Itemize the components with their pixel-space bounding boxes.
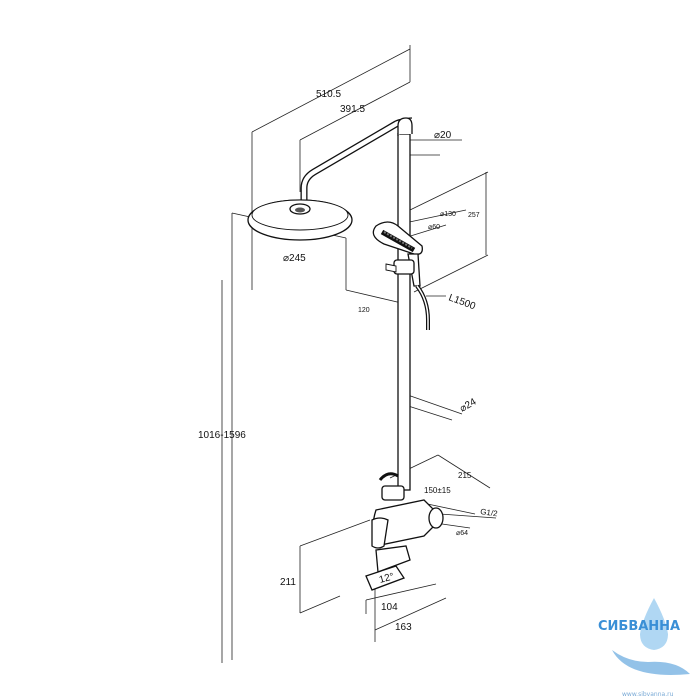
pipe-top-cap	[397, 117, 413, 134]
label-center-distance: 150±15	[424, 486, 451, 495]
label-hand-shower-dia: ⌀130	[440, 211, 456, 218]
label-spout-reach: 104	[381, 602, 398, 613]
label-head-dia: ⌀245	[283, 253, 306, 264]
spout	[365, 565, 405, 591]
bathtub-icon	[612, 650, 690, 675]
ext-line	[413, 254, 489, 293]
dim-line-spout-reach	[365, 583, 437, 601]
label-hand-inner: ⌀60	[428, 224, 440, 231]
dim-line-mixer-width	[437, 454, 491, 489]
label-spout-height: 211	[280, 577, 296, 588]
diverter-hose	[378, 472, 399, 481]
label-total-width: 510.5	[316, 89, 341, 100]
label-flange: ⌀64	[456, 530, 468, 537]
label-mixer-width: 215	[458, 471, 472, 480]
watermark-brand: СИБВАННА	[598, 619, 680, 634]
label-hose: L1500	[447, 292, 477, 312]
dim-line-mixer-depth	[374, 597, 447, 631]
slider-holder	[393, 259, 415, 275]
slider-knob	[385, 263, 397, 273]
label-arm-length: 391.5	[340, 104, 365, 115]
label-hand-height: 257	[468, 212, 480, 219]
label-spout-angle: 12°	[378, 571, 395, 586]
shower-head-joint	[295, 207, 305, 213]
label-thread: G1/2	[480, 507, 499, 518]
water-drop-icon	[640, 598, 668, 650]
watermark-logo: СИБВАННА www.sibvanna.ru	[598, 598, 690, 698]
dim-line-hand-inner	[403, 224, 447, 239]
dim-line-total-width	[251, 48, 411, 133]
hose-inner	[416, 285, 429, 330]
label-height-range: 1016-1596	[198, 430, 246, 441]
wall-flange	[428, 507, 444, 529]
ext-line	[299, 519, 371, 547]
spout-base	[375, 545, 411, 573]
dim-line-hand-dia	[399, 209, 467, 225]
mixer-lever	[371, 517, 389, 549]
label-mixer-depth: 163	[395, 622, 412, 633]
mixer	[365, 472, 444, 591]
hand-shower-nozzles	[383, 231, 413, 249]
ext-line	[299, 595, 341, 614]
leader-flange	[441, 523, 471, 529]
label-pipe-dia: ⌀24	[458, 396, 479, 414]
shower-arm	[300, 118, 408, 200]
label-head-offset: 120	[358, 307, 370, 314]
main-pipe	[397, 133, 411, 491]
leader-thread	[439, 513, 497, 519]
dim-line-arm	[299, 81, 411, 141]
shower-head-top	[251, 199, 349, 231]
ext-line	[409, 171, 489, 211]
dim-line-pipe	[401, 392, 463, 415]
watermark-url: www.sibvanna.ru	[622, 691, 674, 698]
shower-arm-inner	[301, 120, 407, 200]
diverter-knob	[381, 485, 405, 501]
label-pipe-top: ⌀20	[434, 130, 452, 141]
